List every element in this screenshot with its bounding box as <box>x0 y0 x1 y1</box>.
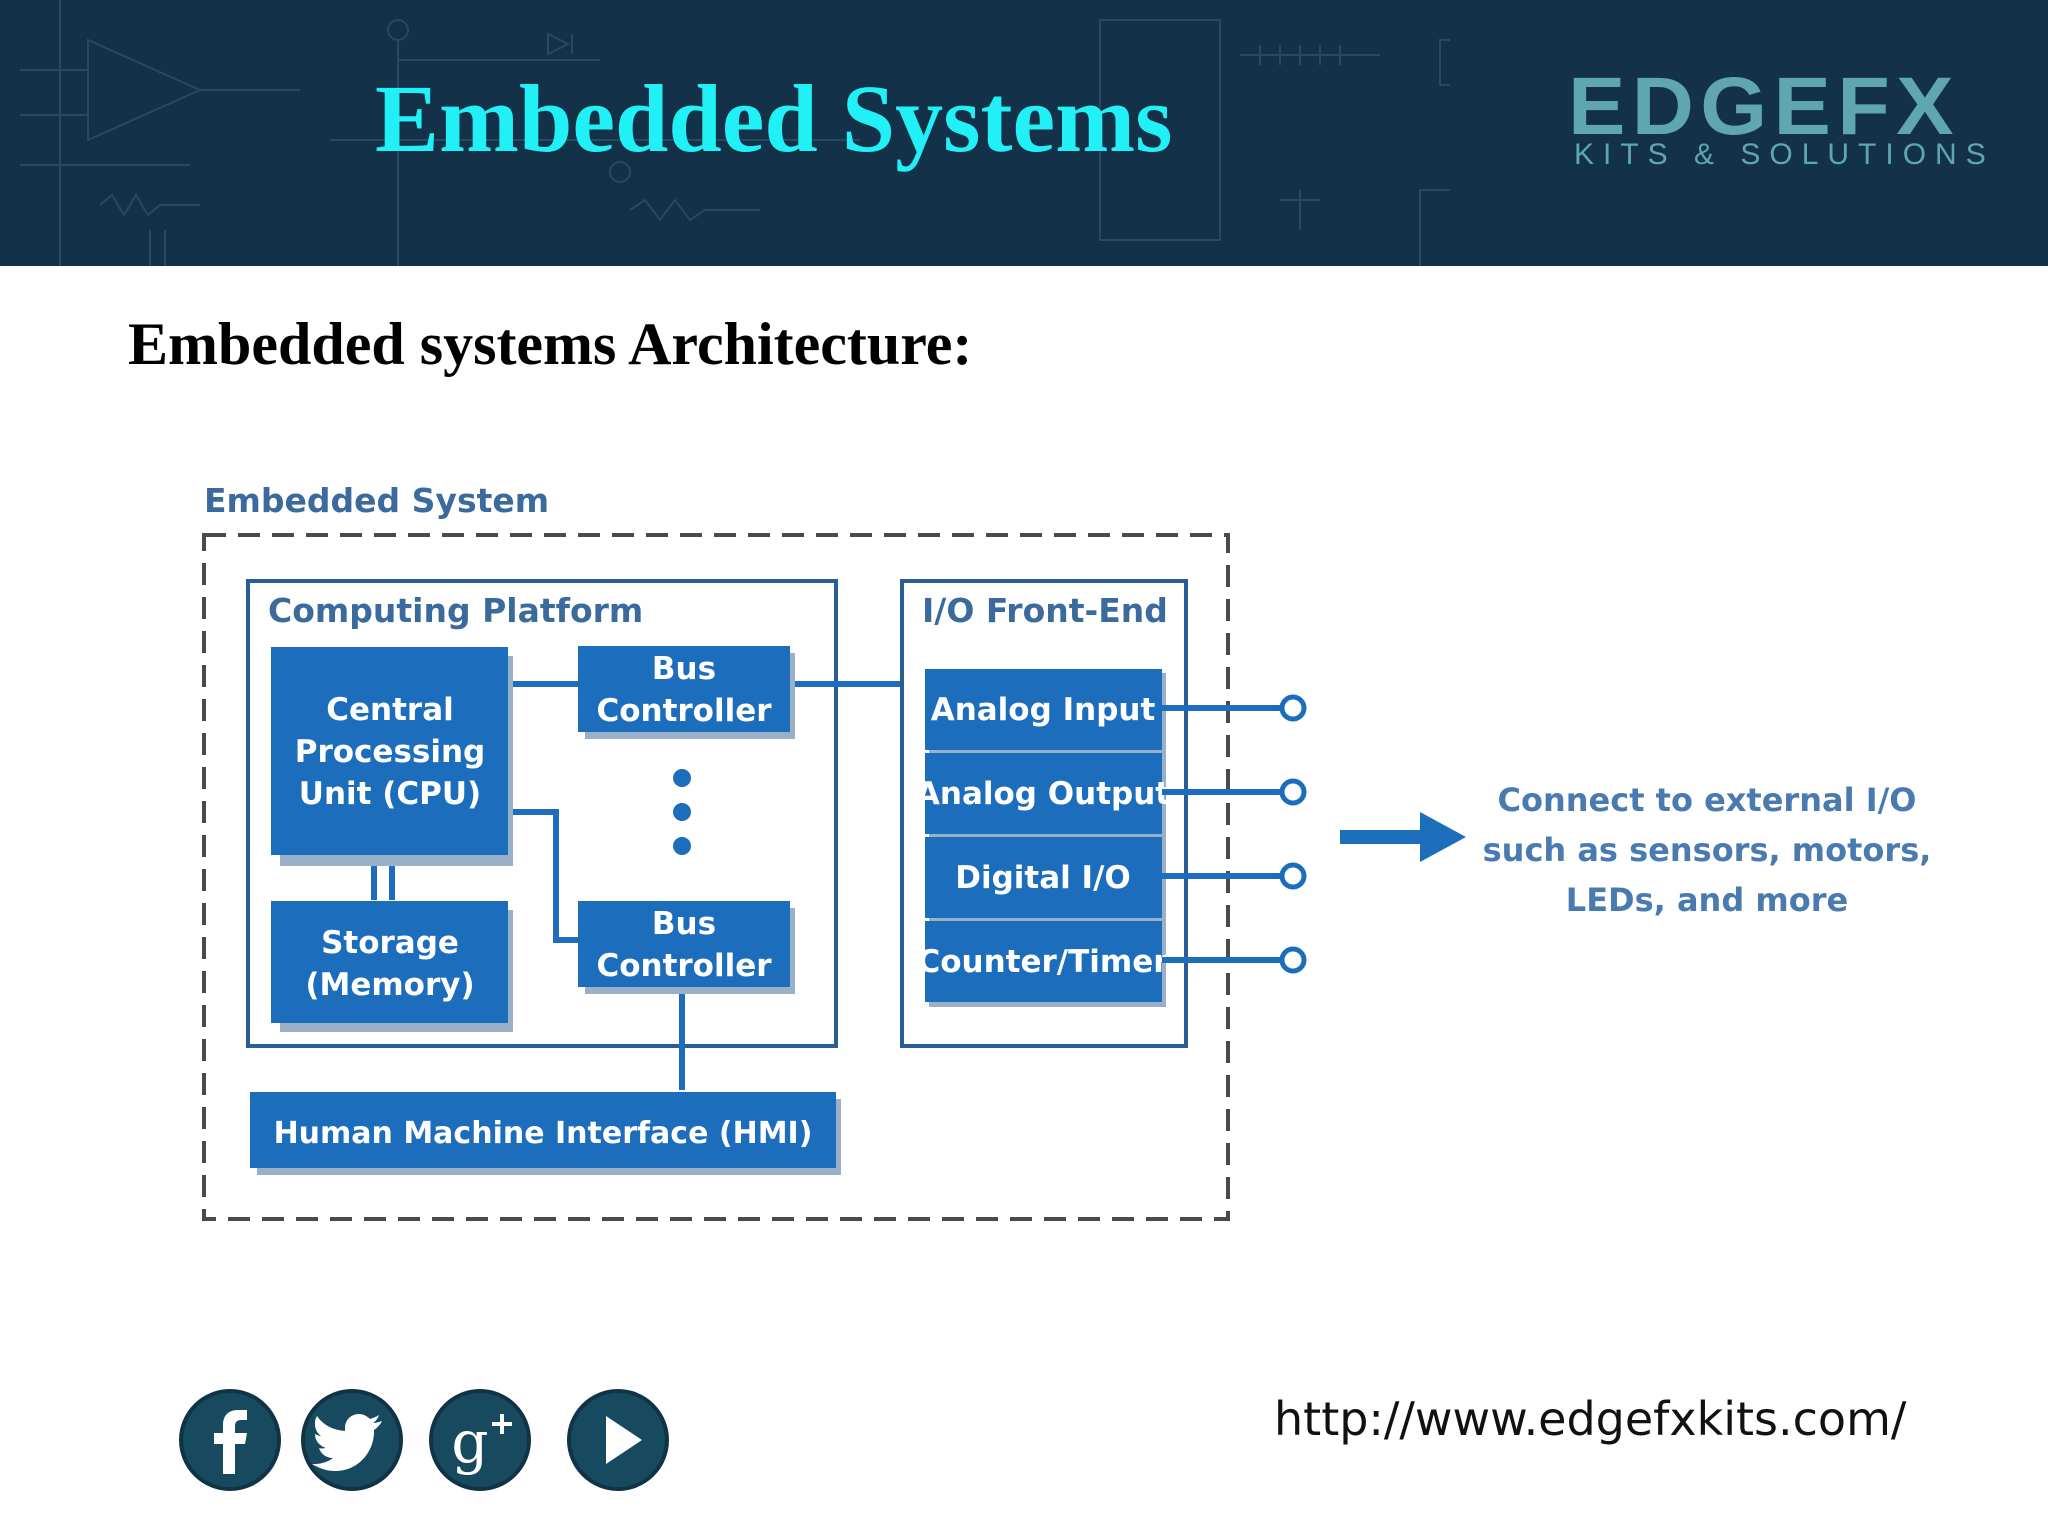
cpu-label-line3: Unit (CPU) <box>299 776 481 812</box>
bus-controller-bottom: Bus Controller <box>578 901 795 994</box>
io-item-analog-input: Analog Input <box>925 669 1162 750</box>
arrow-right-icon <box>1340 812 1466 862</box>
io-pins <box>1162 694 1307 974</box>
embedded-system-label: Embedded System <box>204 481 549 520</box>
edgefx-logo: EDGEFX KITS & SOLUTIONS <box>1568 61 1986 174</box>
io-item-digital-io: Digital I/O <box>925 837 1162 918</box>
io-item-counter-timer: Counter/Timer <box>917 921 1169 1002</box>
external-io-note-line3: LEDs, and more <box>1566 881 1848 919</box>
bus-controller-top-line1: Bus <box>652 651 716 687</box>
io-item-analog-output: Analog Output <box>916 753 1170 834</box>
hmi-label: Human Machine Interface (HMI) <box>274 1116 813 1151</box>
logo-wordmark: EDGEFX <box>1568 61 1960 152</box>
website-url-link[interactable]: http://www.edgefxkits.com/ <box>1274 1392 1907 1446</box>
svg-text:g: g <box>451 1408 488 1476</box>
circuit-background <box>20 0 1450 266</box>
computing-platform-label: Computing Platform <box>268 591 643 630</box>
io-front-end-label: I/O Front-End <box>922 591 1168 630</box>
storage-label-line1: Storage <box>321 925 459 961</box>
logo-tagline: KITS & SOLUTIONS <box>1574 138 1995 171</box>
hmi-block: Human Machine Interface (HMI) <box>250 1092 841 1175</box>
bus-controller-bottom-line2: Controller <box>596 948 772 984</box>
cpu-block: Central Processing Unit (CPU) <box>271 647 513 866</box>
io-item-label: Analog Input <box>931 692 1156 728</box>
bus-controller-bottom-line1: Bus <box>652 906 716 942</box>
twitter-icon[interactable] <box>300 1388 404 1492</box>
io-item-label: Analog Output <box>916 776 1170 812</box>
io-item-label: Counter/Timer <box>917 944 1169 980</box>
cpu-label-line1: Central <box>326 692 454 728</box>
architecture-diagram: Embedded System Computing Platform Centr… <box>202 481 1932 1221</box>
facebook-icon[interactable] <box>178 1388 282 1492</box>
header-banner: Embedded Systems EDGEFX KITS & SOLUTIONS <box>0 0 2048 266</box>
bus-connectors <box>371 681 904 1090</box>
youtube-play-icon[interactable] <box>566 1388 670 1492</box>
bus-controller-top: Bus Controller <box>578 646 795 739</box>
external-io-note-line2: such as sensors, motors, <box>1483 831 1932 869</box>
io-item-label: Digital I/O <box>955 860 1131 896</box>
cpu-label-line2: Processing <box>295 734 486 770</box>
ellipsis-dots <box>673 769 691 855</box>
external-io-note-line1: Connect to external I/O <box>1498 781 1917 819</box>
section-heading: Embedded systems Architecture: <box>128 311 973 377</box>
storage-block: Storage (Memory) <box>271 901 513 1032</box>
slide-title: Embedded Systems <box>375 65 1173 172</box>
google-plus-icon[interactable]: g <box>428 1388 532 1492</box>
bus-controller-top-line2: Controller <box>596 693 772 729</box>
storage-label-line2: (Memory) <box>305 967 474 1003</box>
